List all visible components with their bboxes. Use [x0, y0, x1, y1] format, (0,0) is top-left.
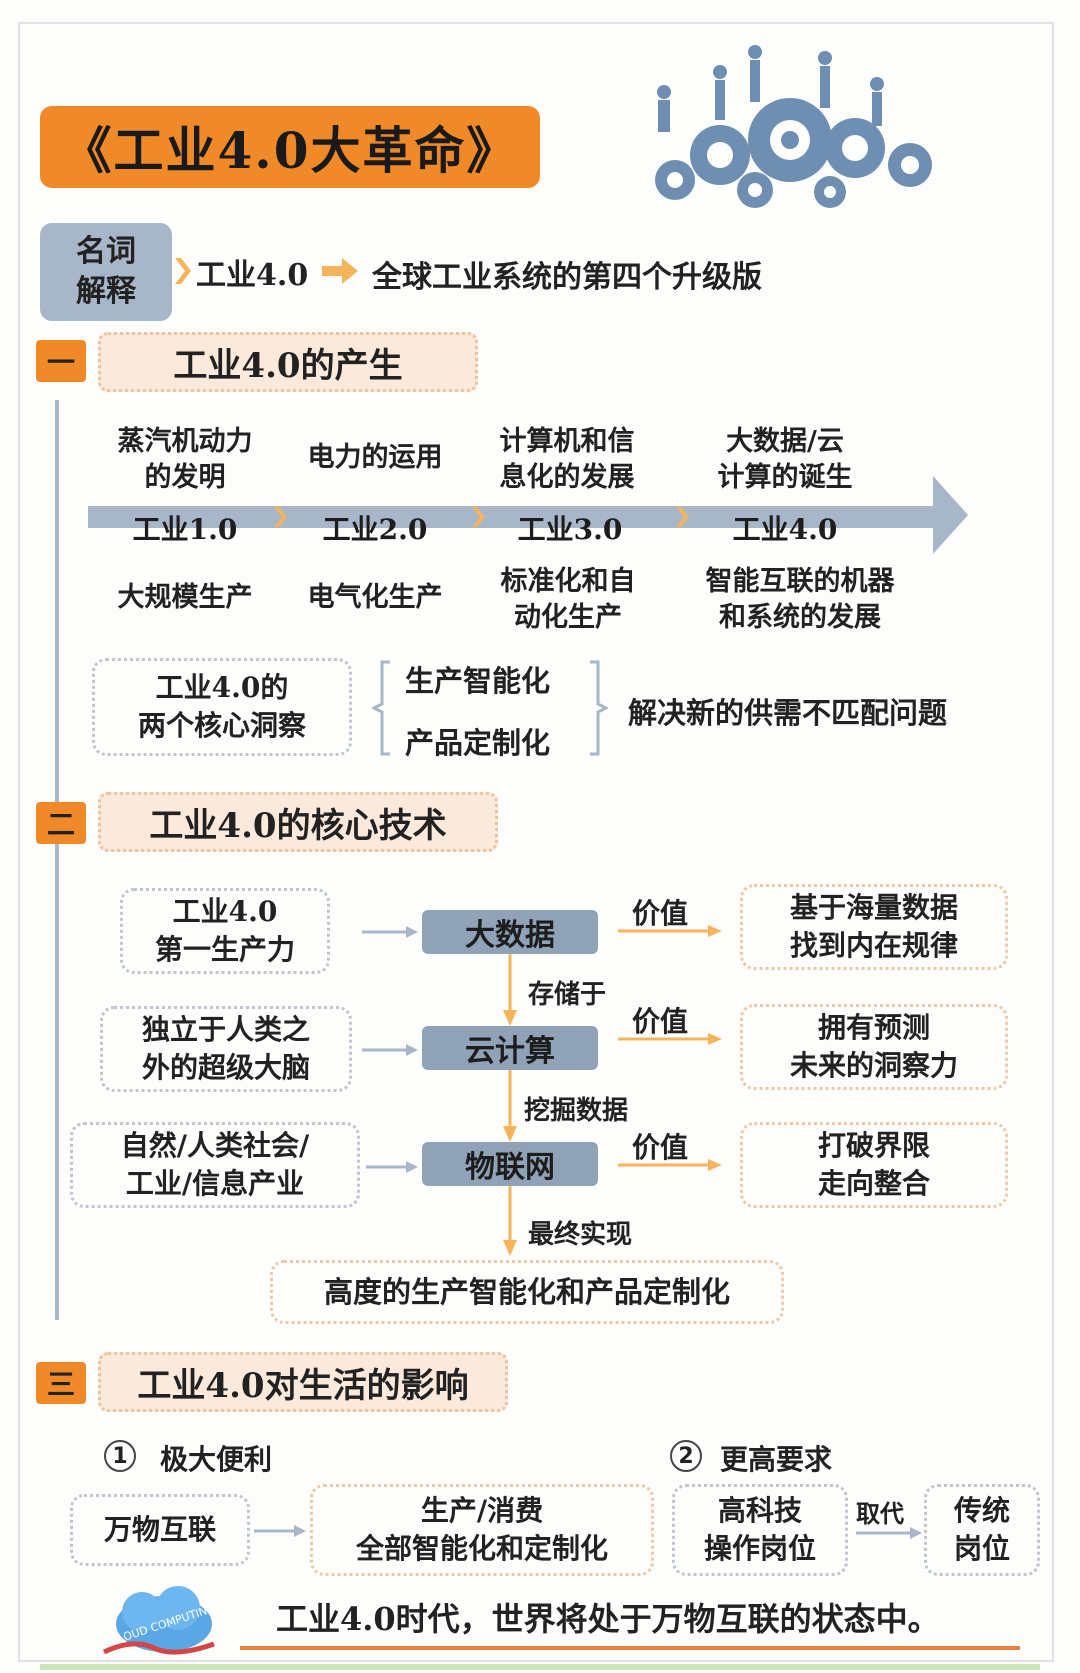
arrow-right-icon — [366, 1161, 418, 1173]
era1-origin: 蒸汽机动力的发明 — [117, 426, 253, 493]
term-word: 工业4.0 — [196, 258, 309, 293]
point1-number: 1 — [104, 1440, 136, 1472]
footer-strip — [40, 1664, 1040, 1670]
era2-name: 工业2.0 — [322, 513, 428, 546]
arrow-right-icon — [618, 1033, 722, 1045]
era1-outcome: 大规模生产 — [117, 582, 253, 613]
arrow-right-icon — [362, 1044, 418, 1056]
era4-origin: 大数据/云计算的诞生 — [717, 426, 853, 493]
arrow-right-icon — [254, 1525, 306, 1537]
value-label-3: 价值 — [632, 1131, 689, 1164]
arrow-right-icon — [322, 258, 358, 284]
cloud-desc: 独立于人类之外的超级大脑 — [100, 1006, 352, 1092]
section3-heading: 工业4.0对生活的影响 — [98, 1352, 508, 1412]
cloud-value: 拥有预测未来的洞察力 — [740, 1004, 1008, 1090]
arrow-down-icon — [503, 954, 517, 1026]
era2-origin: 电力的运用 — [307, 442, 443, 473]
section3-number: 三 — [36, 1362, 86, 1404]
traditional-jobs-box: 传统岗位 — [924, 1484, 1040, 1576]
timeline-spine — [55, 400, 59, 1320]
left-brace — [372, 660, 390, 756]
iot-desc: 自然/人类社会/工业/信息产业 — [70, 1122, 360, 1208]
section1-heading: 工业4.0的产生 — [98, 332, 478, 392]
tech-cloud: 云计算 — [422, 1026, 598, 1070]
link-store-in: 存储于 — [528, 980, 607, 1010]
hightech-jobs-box: 高科技操作岗位 — [672, 1484, 848, 1576]
replace-label: 取代 — [856, 1499, 904, 1528]
section1-number: 一 — [36, 340, 86, 382]
section2-number: 二 — [36, 802, 86, 844]
arrow-down-icon — [503, 1070, 517, 1142]
page-frame — [18, 22, 1054, 1662]
insight-box: 工业4.0的两个核心洞察 — [92, 658, 352, 756]
right-brace — [590, 660, 608, 756]
term-label: 名词 解释 — [40, 223, 172, 321]
smart-customized-box: 生产/消费全部智能化和定制化 — [310, 1484, 654, 1576]
page-title: 《工业4.0大革命》 — [40, 106, 540, 188]
era3-outcome: 标准化和自动化生产 — [500, 566, 636, 633]
value-label-1: 价值 — [632, 897, 689, 930]
arrow-right-icon — [618, 925, 722, 937]
link-finally-achieve: 最终实现 — [528, 1220, 633, 1250]
arrow-down-icon — [503, 1186, 517, 1256]
point2-label: 更高要求 — [720, 1443, 833, 1476]
link-mine-data: 挖掘数据 — [524, 1096, 629, 1126]
tech-iot: 物联网 — [422, 1142, 598, 1186]
arrow-right-icon — [856, 1527, 922, 1539]
insight-item2: 产品定制化 — [405, 726, 551, 760]
arrow-right-icon — [618, 1159, 722, 1171]
era4-outcome: 智能互联的机器和系统的发展 — [705, 566, 895, 633]
era3-name: 工业3.0 — [517, 513, 623, 546]
era3-origin: 计算机和信息化的发展 — [499, 426, 635, 493]
iot-value: 打破界限走向整合 — [740, 1122, 1008, 1208]
timeline-arrow — [88, 476, 968, 554]
point1-label: 极大便利 — [160, 1443, 273, 1476]
point2-number: 2 — [670, 1440, 702, 1472]
section2-heading: 工业4.0的核心技术 — [98, 792, 498, 852]
conclusion-underline — [240, 1646, 1020, 1650]
iot-everything-box: 万物互联 — [70, 1494, 250, 1566]
term-definition: 全球工业系统的第四个升级版 — [372, 260, 762, 295]
tech-bigdata: 大数据 — [422, 910, 598, 954]
insight-result: 解决新的供需不匹配问题 — [628, 696, 948, 730]
value-label-2: 价值 — [632, 1005, 689, 1038]
cloud-computing-icon: CLOUD COMPUTING — [102, 1586, 217, 1655]
conclusion-text: 工业4.0时代，世界将处于万物互联的状态中。 — [276, 1600, 940, 1638]
arrow-right-icon — [362, 926, 418, 938]
era4-name: 工业4.0 — [732, 513, 838, 546]
insight-item1: 生产智能化 — [405, 664, 551, 698]
final-result: 高度的生产智能化和产品定制化 — [270, 1260, 784, 1324]
chevron-right-icon — [175, 258, 191, 284]
gears-workers-icon — [655, 45, 932, 208]
bigdata-value: 基于海量数据找到内在规律 — [740, 884, 1008, 970]
era2-outcome: 电气化生产 — [307, 582, 443, 613]
era1-name: 工业1.0 — [132, 513, 238, 546]
